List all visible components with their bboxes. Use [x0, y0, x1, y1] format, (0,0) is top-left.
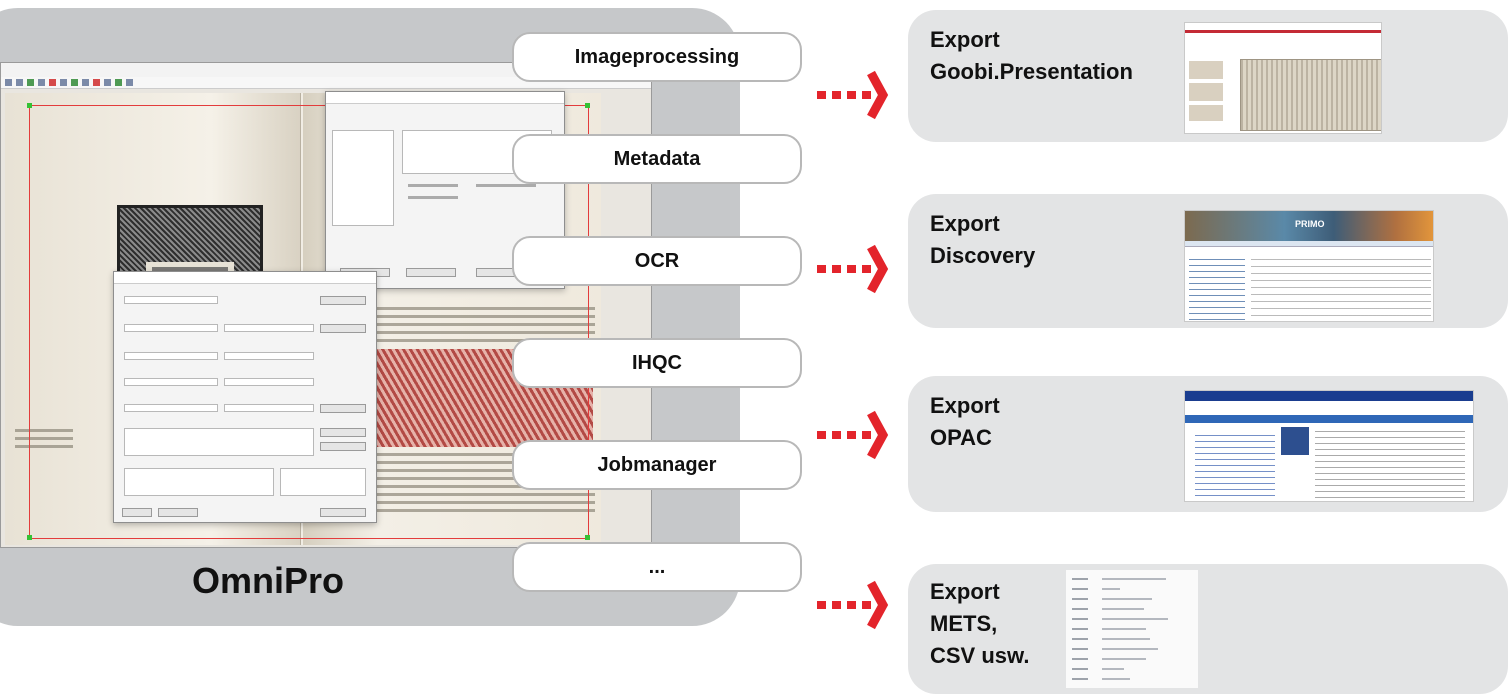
option-label: [408, 196, 458, 199]
page-text-bottom: [375, 453, 595, 517]
export-arrow-icon: [817, 244, 889, 294]
module-metadata: Metadata: [512, 134, 802, 184]
attribute-select[interactable]: [124, 404, 218, 412]
dialog-button[interactable]: [320, 442, 366, 451]
z3950-dialog: [113, 271, 377, 523]
export-arrow-icon: [817, 410, 889, 460]
dialog-titlebar: [326, 92, 564, 104]
dialog-button[interactable]: [320, 404, 366, 413]
goobi-presentation-thumbnail: [1184, 22, 1382, 134]
attribute-select[interactable]: [224, 404, 314, 412]
module-ihqc: IHQC: [512, 338, 802, 388]
crop-handle[interactable]: [27, 535, 32, 540]
toolbar-icon: [93, 79, 100, 86]
export-title: Export Discovery: [930, 211, 1036, 268]
export-arrow-icon: [817, 70, 889, 120]
crop-frame[interactable]: [29, 105, 589, 539]
module-more: ...: [512, 542, 802, 592]
dialog-button[interactable]: [406, 268, 456, 277]
toolbar-icon: [16, 79, 23, 86]
dialog-button[interactable]: [122, 508, 152, 517]
opac-thumbnail: [1184, 390, 1474, 502]
toolbar-icon: [38, 79, 45, 86]
dialog-button[interactable]: [158, 508, 198, 517]
dialog-button[interactable]: [320, 324, 366, 333]
attribute-select[interactable]: [124, 352, 218, 360]
parameter-list[interactable]: [124, 428, 314, 456]
screenshot-menubar: [1, 63, 651, 77]
export-discovery: Export Discovery PRIMO: [908, 194, 1508, 328]
margin-note: [15, 429, 73, 453]
toolbar-icon: [126, 79, 133, 86]
page-text-top: [375, 307, 595, 347]
crop-handle[interactable]: [585, 103, 590, 108]
mets-csv-thumbnail: [1066, 570, 1198, 688]
omnipro-title: OmniPro: [192, 560, 345, 601]
option-label: [476, 184, 536, 187]
dialog-titlebar: [114, 272, 376, 284]
export-title: Export METS, CSV usw.: [930, 579, 1030, 668]
crop-handle[interactable]: [585, 535, 590, 540]
attribute-select[interactable]: [224, 352, 314, 360]
dialog-button[interactable]: [320, 508, 366, 517]
export-title: Export Goobi.Presentation: [930, 27, 1133, 84]
module-jobmanager: Jobmanager: [512, 440, 802, 490]
module-imageprocessing: Imageprocessing: [512, 32, 802, 82]
attribute-select[interactable]: [124, 378, 218, 386]
toolbar-icon: [27, 79, 34, 86]
server-select[interactable]: [124, 296, 218, 304]
toolbar-icon: [49, 79, 56, 86]
dialog-button[interactable]: [320, 296, 366, 305]
toolbar-icon: [115, 79, 122, 86]
metadata-field-list[interactable]: [332, 130, 394, 226]
export-opac: Export OPAC: [908, 376, 1508, 512]
attribute-select[interactable]: [124, 324, 218, 332]
toolbar-icon: [82, 79, 89, 86]
screenshot-toolbar: [1, 77, 651, 89]
dialog-button[interactable]: [320, 428, 366, 437]
attribute-select[interactable]: [224, 378, 314, 386]
export-title: Export OPAC: [930, 393, 1000, 450]
toolbar-icon: [60, 79, 67, 86]
crop-handle[interactable]: [27, 103, 32, 108]
results-list[interactable]: [280, 468, 366, 496]
export-arrow-icon: [817, 580, 889, 630]
results-list[interactable]: [124, 468, 274, 496]
toolbar-icon: [71, 79, 78, 86]
toolbar-icon: [5, 79, 12, 86]
export-goobi: Export Goobi.Presentation: [908, 10, 1508, 142]
export-mets-csv: Export METS, CSV usw.: [908, 564, 1508, 694]
module-ocr: OCR: [512, 236, 802, 286]
search-term-field[interactable]: [224, 324, 314, 332]
option-label: [408, 184, 458, 187]
discovery-thumbnail: PRIMO: [1184, 210, 1434, 322]
toolbar-icon: [104, 79, 111, 86]
